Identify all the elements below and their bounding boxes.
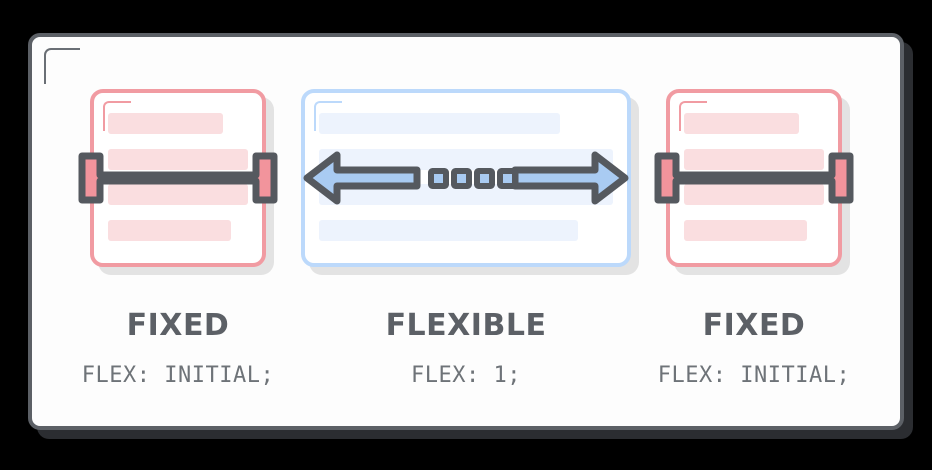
content-line: [108, 113, 223, 134]
content-line: [108, 148, 248, 170]
panel-code-middle: FLEX: 1;: [411, 363, 521, 388]
panel-fixed-right: FIXED FLEX: INITIAL;: [632, 89, 876, 387]
content-line: [108, 219, 232, 241]
card-corner-bracket: [103, 101, 131, 131]
content-line: [319, 148, 613, 170]
content-line: [684, 113, 799, 134]
content-line: [319, 219, 578, 241]
outer-frame: FIXED FLEX: INITIAL;: [28, 33, 904, 430]
card-wrap-left: [56, 89, 300, 267]
flex-container: FIXED FLEX: INITIAL;: [32, 37, 900, 426]
content-line: [319, 113, 561, 134]
content-line: [319, 184, 613, 206]
card-flexible-middle[interactable]: [301, 89, 631, 267]
panel-flexible-middle: FLEXIBLE FLEX: 1;: [300, 89, 632, 387]
card-fixed-left[interactable]: [90, 89, 266, 267]
card-corner-bracket: [314, 101, 342, 131]
panel-fixed-left: FIXED FLEX: INITIAL;: [56, 89, 300, 387]
card-wrap-middle: [300, 89, 632, 267]
content-line: [684, 184, 824, 206]
content-line: [684, 219, 808, 241]
card-content-lines: [319, 109, 613, 247]
panel-code-right: FLEX: INITIAL;: [657, 363, 851, 388]
card-content-lines: [684, 109, 824, 247]
card-wrap-right: [632, 89, 876, 267]
panel-title-middle: FLEXIBLE: [385, 308, 547, 343]
frame-corner-bracket: [44, 48, 80, 84]
content-line: [684, 148, 824, 170]
card-content-lines: [108, 109, 248, 247]
card-corner-bracket: [679, 101, 707, 131]
card-fixed-right[interactable]: [666, 89, 842, 267]
panel-code-left: FLEX: INITIAL;: [81, 363, 275, 388]
panel-title-right: FIXED: [702, 308, 806, 343]
content-line: [108, 184, 248, 206]
panel-title-left: FIXED: [126, 308, 230, 343]
